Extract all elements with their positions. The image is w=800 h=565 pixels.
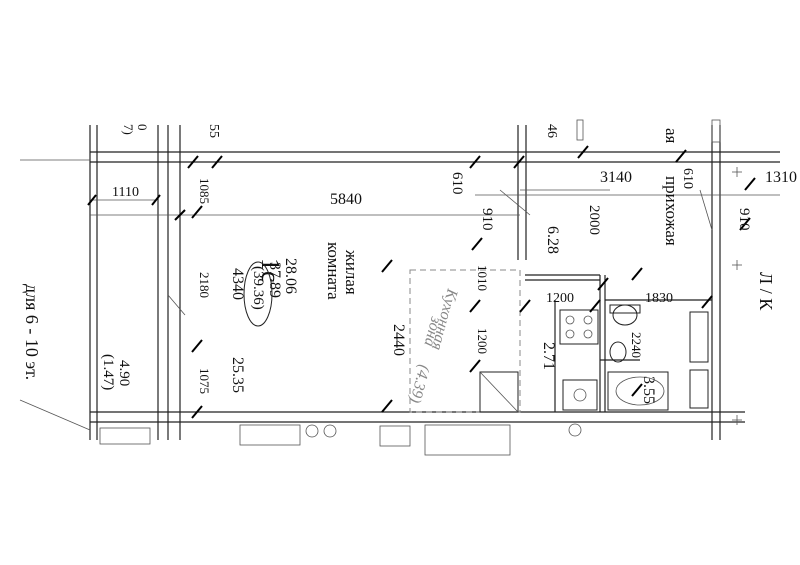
fragment-55: 55	[206, 124, 221, 138]
dimension-3140: 3140	[600, 169, 632, 186]
lower-fixtures	[99, 424, 511, 456]
dimension-610-right: 610	[680, 168, 695, 189]
bathroom-fixtures	[568, 304, 709, 437]
room-width-dimension: 4340	[229, 268, 246, 300]
fragment-46: 46	[544, 124, 559, 138]
dimension-2240: 2240	[629, 332, 644, 358]
dimension-1085: 1085	[197, 178, 212, 204]
room-lower-area-value: 25.35	[229, 357, 246, 393]
dimension-910-right: 910	[736, 208, 752, 231]
fragment-0: 0	[135, 124, 150, 131]
total-area-value: 37.89	[266, 262, 283, 298]
balcony-area-reduced-value: (1.47)	[100, 354, 116, 390]
balcony-area-value: 4.90	[116, 360, 132, 386]
total-area-balcony-value: (39.36)	[250, 266, 266, 310]
hall-partial-label: ая	[662, 128, 681, 144]
dimension-1075: 1075	[197, 368, 212, 394]
living-room-label-2: комната	[324, 242, 343, 300]
living-room-label-1: жилая	[342, 249, 361, 295]
floors-note: для 6 - 10 эт.	[22, 284, 42, 380]
wc-area-value: 3.55	[640, 376, 657, 404]
bath-area-value: 2.71	[540, 342, 557, 370]
dimension-1110: 1110	[112, 185, 139, 200]
dimension-1010: 1010	[475, 265, 490, 291]
axis-markers	[732, 167, 742, 425]
living-area-value: 28.06	[282, 258, 299, 294]
fragment-7: 7)	[121, 124, 136, 135]
dimension-2440: 2440	[390, 324, 407, 356]
kitchen-zone-outline	[409, 269, 521, 413]
stair-label: Л / К	[756, 272, 776, 311]
dimension-2000: 2000	[586, 205, 602, 235]
hall-label: прихожая	[662, 176, 681, 246]
area-circle	[243, 261, 273, 327]
dimension-610-left: 610	[449, 172, 465, 195]
dimension-1830: 1830	[645, 291, 673, 306]
kitchen-fixtures	[479, 309, 599, 413]
dimension-2180: 2180	[197, 272, 212, 298]
wall-lines	[19, 119, 780, 440]
dimension-1200-top: 1200	[546, 291, 574, 306]
hall-area-value: 6.28	[544, 226, 561, 254]
dimension-1310: 1310	[765, 169, 797, 186]
dimension-5840: 5840	[330, 191, 362, 208]
dimension-ticks	[87, 145, 756, 419]
dimension-1200-vertical: 1200	[475, 328, 490, 354]
dimension-910-left: 910	[479, 208, 495, 231]
